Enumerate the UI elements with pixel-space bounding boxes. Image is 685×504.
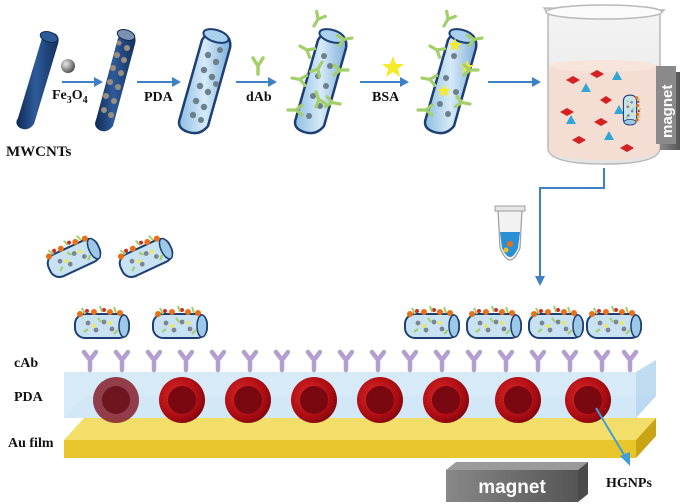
dab-conjugated-tube <box>286 9 355 135</box>
bound-conjugate-5 <box>527 304 585 340</box>
pda-coated-tube <box>177 28 232 135</box>
capture-antibody-row <box>84 352 636 370</box>
arrow-beaker-to-sensor <box>535 168 605 286</box>
mwcnt-tube <box>16 31 59 130</box>
fe3o4-label-fe: Fe <box>52 88 67 103</box>
fe3o4-loaded-tube <box>95 29 136 132</box>
bsa-blocked-tube <box>416 9 485 135</box>
fe3o4-label-sub3: 3 <box>66 94 72 106</box>
bsa-label: BSA <box>372 90 400 105</box>
au-film-label: Au film <box>8 436 54 451</box>
cab-label: cAb <box>14 356 39 371</box>
free-conjugate-1 <box>39 227 105 282</box>
free-conjugate-2 <box>111 227 177 282</box>
hgnps-label: HGNPs <box>606 476 652 491</box>
dab-label: dAb <box>246 90 272 105</box>
antibody-icon <box>251 56 265 76</box>
arrow-fe3o4 <box>62 77 103 87</box>
pda-step-label: PDA <box>144 90 173 105</box>
au-film <box>64 418 656 458</box>
pda-layer-label: PDA <box>14 390 43 405</box>
fe3o4-label: Fe3O4 <box>52 88 88 106</box>
fe3o4-label-sub4: 4 <box>82 94 88 106</box>
hgnp-pointer-arrow <box>595 407 630 466</box>
arrow-bsa <box>360 77 409 87</box>
bottom-magnet-label: magnet <box>478 477 546 498</box>
bound-conjugate-3 <box>403 304 461 340</box>
test-tube-icon <box>494 205 526 261</box>
arrow-to-beaker <box>488 77 541 87</box>
bound-conjugate-1 <box>73 304 131 340</box>
fe3o4-label-o: O <box>71 88 83 103</box>
bottom-magnet-icon: magnet <box>446 462 588 502</box>
beaker-magnet-label: magnet <box>659 85 676 138</box>
hgnp-particles <box>93 377 611 423</box>
beaker-magnet-icon: magnet <box>656 66 680 150</box>
arrow-pda <box>137 77 181 87</box>
bound-conjugate-4 <box>465 304 523 340</box>
arrow-dab <box>236 77 277 87</box>
bound-conjugate-2 <box>151 304 209 340</box>
fe3o4-sphere-icon <box>61 59 75 73</box>
mwcnts-label: MWCNTs <box>6 144 72 160</box>
bsa-star-icon <box>382 56 404 77</box>
beaker-icon <box>542 4 666 165</box>
bound-conjugate-6 <box>585 304 643 340</box>
